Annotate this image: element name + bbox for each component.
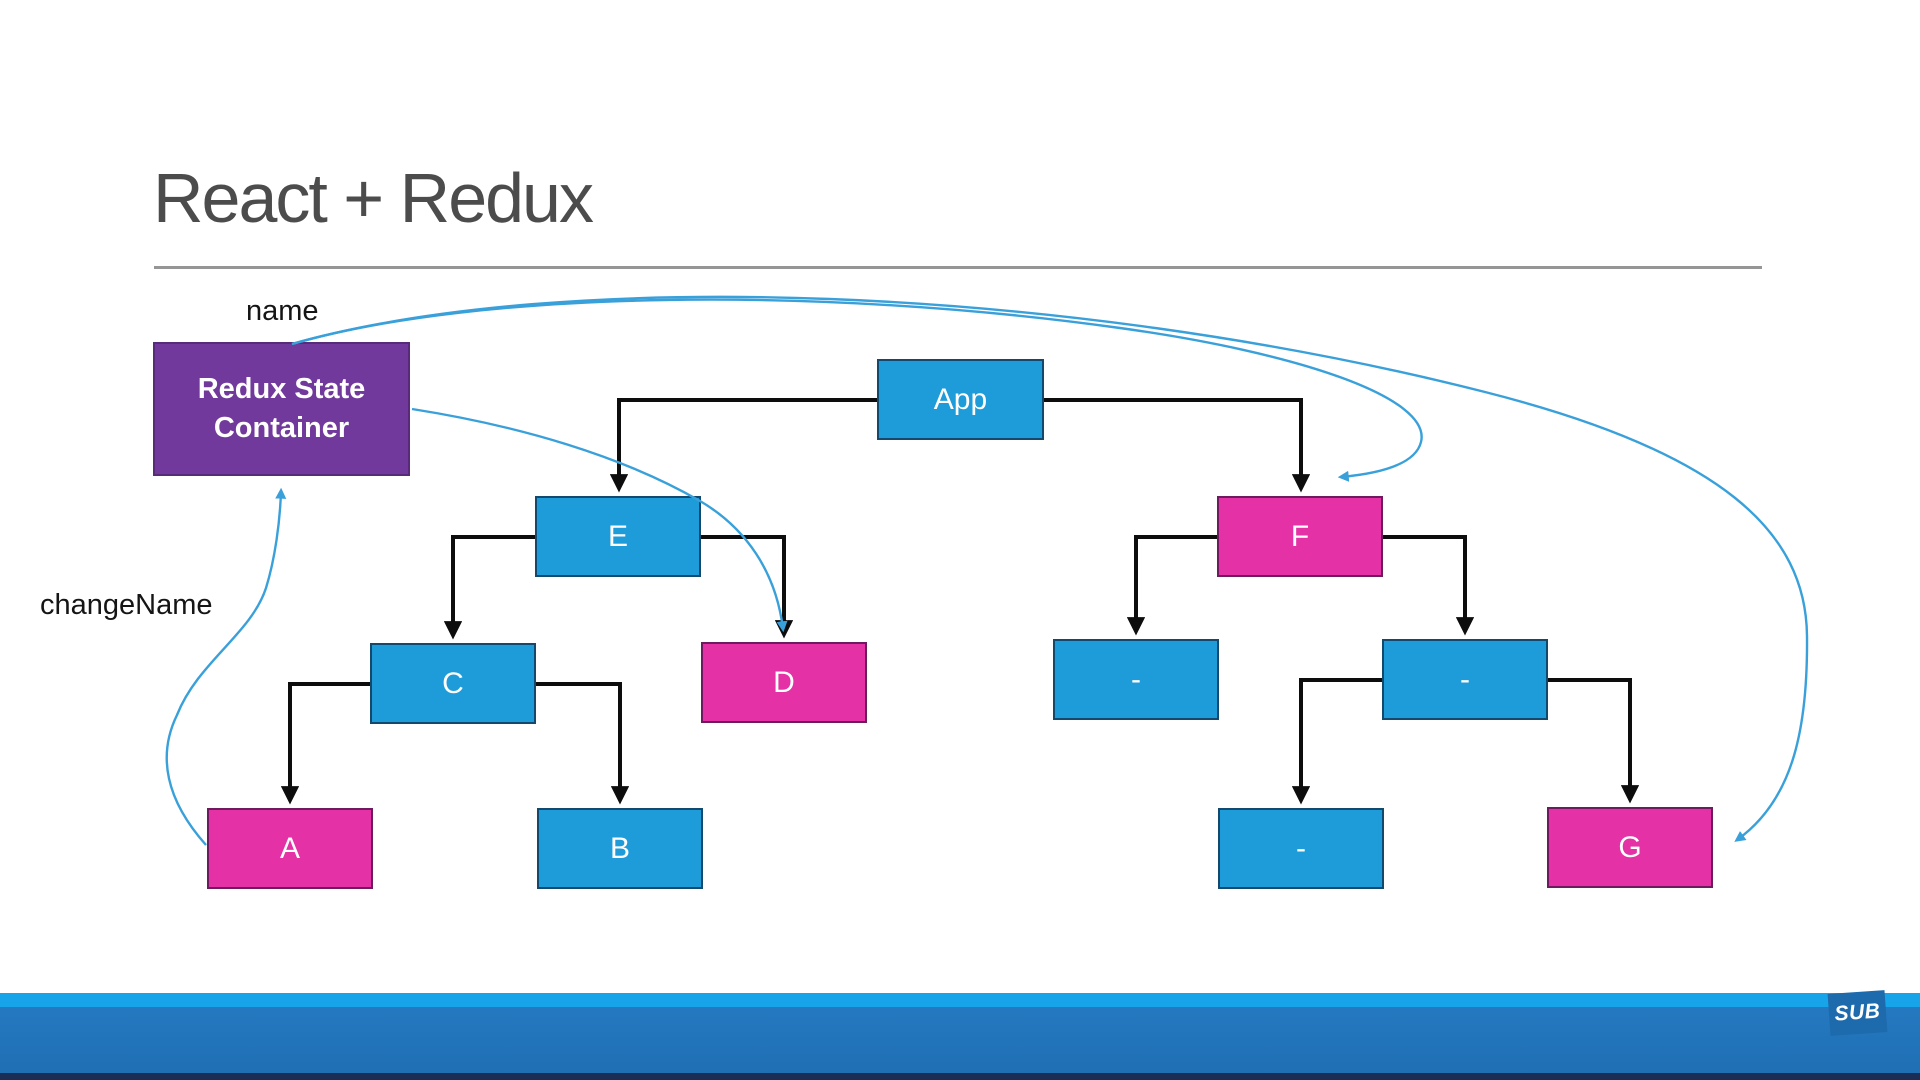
arrow-name-container-to-f: [291, 298, 1423, 482]
edge-f-childright: [1383, 535, 1475, 636]
footer-bottom-strip: [0, 1073, 1920, 1080]
edge-c-a: [280, 682, 370, 805]
arrow-name-container-to-g: [291, 295, 1809, 842]
edge-childright-g: [1548, 678, 1640, 804]
node-d: D: [701, 642, 867, 723]
node-g: G: [1547, 807, 1713, 888]
edge-app-e: [609, 398, 877, 493]
node-redux-state-container: Redux State Container: [153, 342, 410, 476]
sub-logo-badge: SUB: [1827, 990, 1888, 1036]
edge-e-c: [443, 535, 535, 640]
title-divider: [154, 266, 1762, 269]
edge-e-d: [701, 535, 794, 639]
edge-app-f: [1044, 398, 1311, 493]
edge-childright-grandchild: [1291, 678, 1382, 805]
edge-f-childleft: [1126, 535, 1217, 636]
node-f: F: [1217, 496, 1383, 577]
arrow-changename-a-to-container: [165, 487, 287, 846]
node-app: App: [877, 359, 1044, 440]
node-f-child-right: -: [1382, 639, 1548, 720]
edge-c-b: [536, 682, 630, 805]
page-title: React + Redux: [153, 159, 594, 237]
node-e: E: [535, 496, 701, 577]
footer-bar: [0, 1007, 1920, 1073]
node-dash-grandchild: -: [1218, 808, 1384, 889]
changename-flow-label: changeName: [40, 589, 213, 621]
node-f-child-left: -: [1053, 639, 1219, 720]
node-a: A: [207, 808, 373, 889]
node-b: B: [537, 808, 703, 889]
footer-accent-strip: [0, 993, 1920, 1007]
sub-logo-text: SUB: [1833, 999, 1882, 1026]
node-c: C: [370, 643, 536, 724]
name-flow-label: name: [246, 295, 319, 327]
